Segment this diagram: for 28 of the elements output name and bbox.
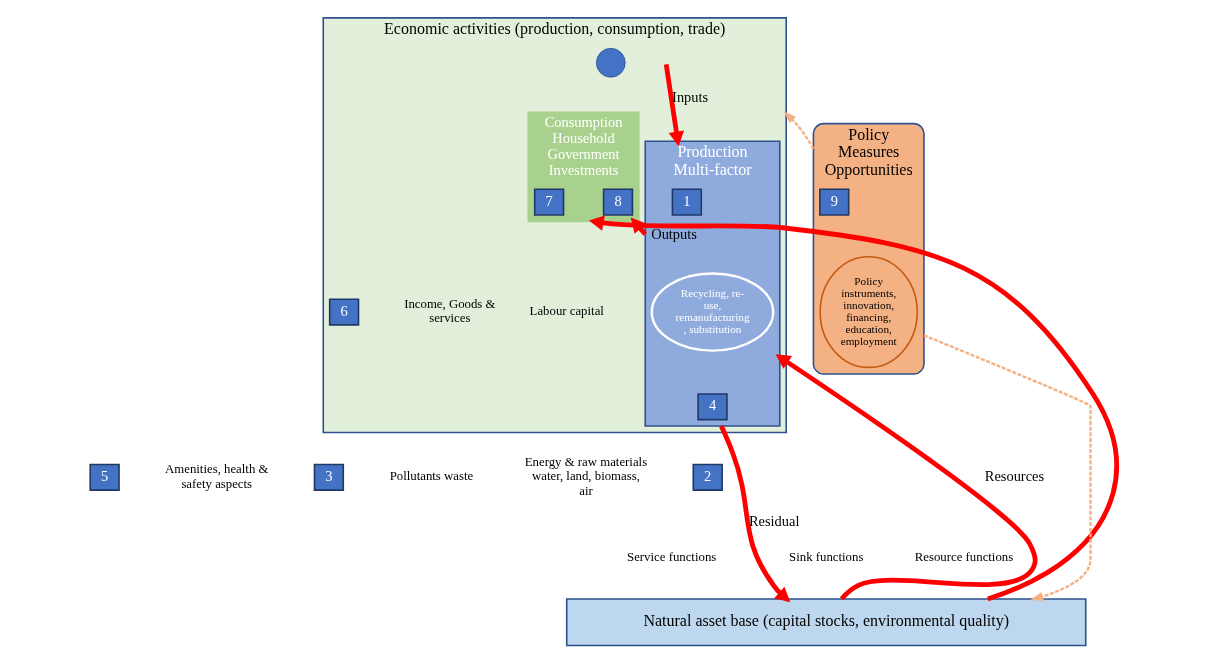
node-box: 9 bbox=[818, 188, 849, 216]
node-ellipse: Policy instruments, innovation, financing, education, employment bbox=[818, 255, 918, 369]
label: Labour capital bbox=[529, 304, 604, 319]
arrow bbox=[718, 425, 790, 603]
arrow bbox=[663, 64, 684, 147]
arrow bbox=[783, 111, 814, 150]
node-ellipse: Recycling, re- use, remanufacturing , substitution bbox=[650, 272, 774, 352]
edge-label: Resources bbox=[984, 467, 1044, 484]
node-box: 8 bbox=[602, 188, 633, 216]
node-box: 3 bbox=[313, 463, 344, 491]
node-box: 7 bbox=[533, 188, 564, 216]
node-box: Natural asset base (capital stocks, environmental quality) bbox=[565, 598, 1087, 647]
label: Pollutants waste bbox=[389, 469, 473, 484]
node-box: 2 bbox=[692, 463, 723, 491]
node-box: 5 bbox=[88, 463, 120, 491]
arrow bbox=[775, 354, 1037, 601]
arrow bbox=[923, 334, 1092, 601]
node-box: 1 bbox=[671, 188, 702, 216]
node-circle bbox=[595, 47, 626, 78]
label: Amenities, health & safety aspects bbox=[164, 462, 268, 491]
label: Energy & raw materials water, land, biomass, air bbox=[524, 454, 647, 498]
label: Resource functions bbox=[914, 550, 1013, 565]
node-box: 6 bbox=[328, 298, 359, 326]
label: Income, Goods & services bbox=[403, 296, 495, 326]
label: Service functions bbox=[626, 550, 716, 565]
edge-label: Outputs bbox=[650, 226, 697, 243]
label: Sink functions bbox=[788, 550, 863, 565]
node-box: 4 bbox=[696, 393, 728, 421]
